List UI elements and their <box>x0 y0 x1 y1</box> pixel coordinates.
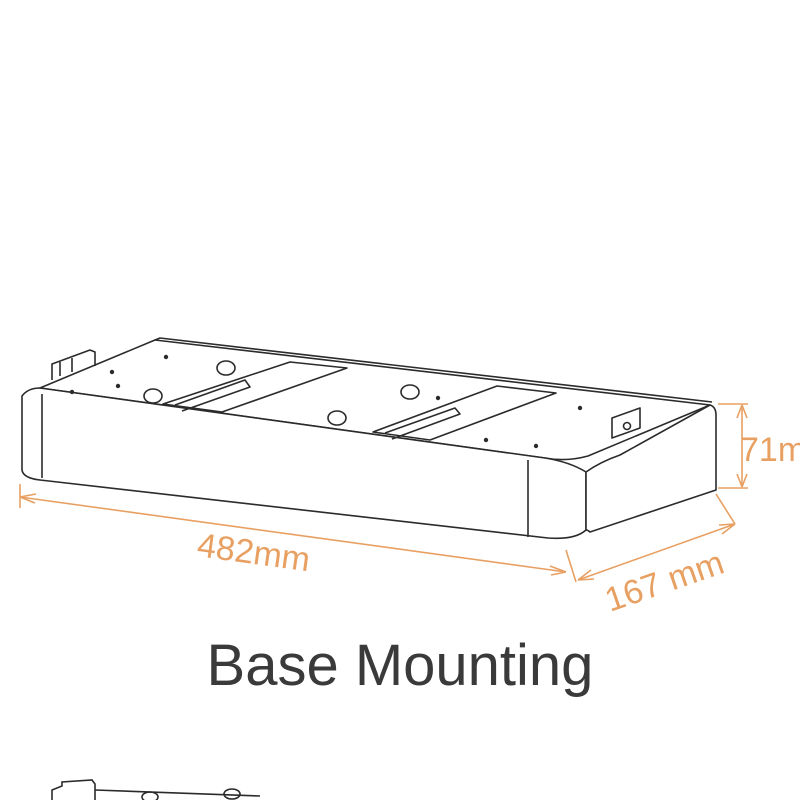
cutout-left <box>162 361 348 413</box>
hole <box>435 395 441 401</box>
hole <box>69 389 75 395</box>
length-ext-right <box>565 549 577 583</box>
width-arrow-right <box>718 523 736 535</box>
cutout-left-inner <box>174 379 251 412</box>
bolt-4 <box>400 384 420 400</box>
width-ext-right <box>715 493 736 525</box>
left-bracket-tab <box>59 358 73 376</box>
base-unit-outline <box>21 337 717 540</box>
right-face <box>585 404 717 533</box>
hole <box>577 405 583 411</box>
width-arrow-left <box>577 569 595 581</box>
height-arrow-bottom <box>736 473 748 488</box>
hole <box>109 369 115 375</box>
left-bracket <box>51 349 96 380</box>
diagram-caption: Base Mounting <box>206 633 594 698</box>
partial-top-edge <box>94 789 261 797</box>
length-arrow-left <box>19 493 37 504</box>
screw-right <box>622 421 632 431</box>
partial-bracket <box>51 779 96 800</box>
cutout-right <box>372 385 557 441</box>
partial-second-view <box>51 779 261 803</box>
width-dimension-line <box>577 523 736 581</box>
width-label: 167 mm <box>600 544 729 620</box>
partial-bolt-1 <box>141 791 159 803</box>
bolt-3 <box>327 410 347 426</box>
cutout-right-inner <box>384 407 461 440</box>
dimension-lines <box>19 403 748 583</box>
fasteners <box>143 360 632 431</box>
bolt-1 <box>143 388 163 404</box>
hole <box>115 383 121 389</box>
mounting-holes <box>69 354 583 449</box>
length-arrow-right <box>549 565 567 576</box>
partial-bolt-2 <box>223 788 241 800</box>
hole <box>483 437 489 443</box>
right-bracket <box>611 407 641 439</box>
length-dimension-line <box>19 496 567 573</box>
bolt-2 <box>216 360 236 376</box>
top-edge-line <box>154 337 713 403</box>
hole <box>163 354 169 360</box>
height-label: 71mm <box>740 431 800 469</box>
hole <box>533 443 539 449</box>
height-arrow-top <box>736 404 748 419</box>
